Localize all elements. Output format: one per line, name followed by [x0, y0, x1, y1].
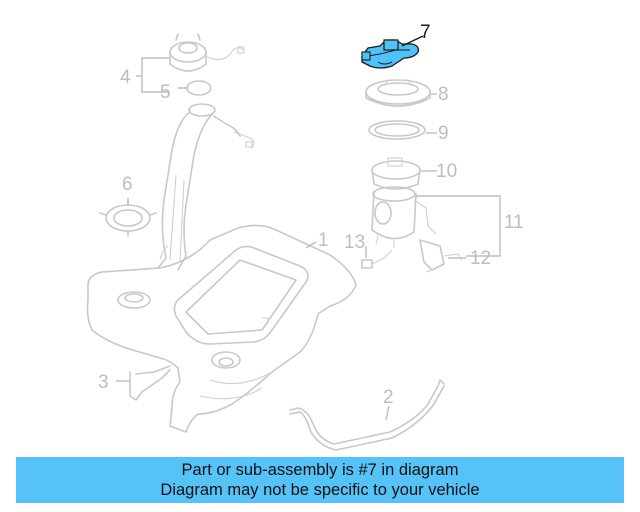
sender-flange-part [365, 79, 431, 107]
callout-2: 2 [383, 387, 394, 408]
callout-8: 8 [438, 84, 449, 105]
callout-9: 9 [438, 123, 449, 144]
callout-13: 13 [344, 232, 365, 253]
callout-7: 7 [420, 22, 431, 43]
leader-lines [116, 57, 501, 421]
o-ring-part [186, 80, 212, 96]
callout-10: 10 [436, 161, 457, 182]
callout-1: 1 [318, 230, 329, 251]
bracket-part [129, 365, 171, 401]
filler-neck-part [157, 103, 255, 271]
callout-12: 12 [470, 248, 491, 269]
callout-4: 4 [120, 67, 131, 88]
fuel-flange-part-7 [361, 39, 420, 69]
fuel-pump-part [371, 186, 437, 248]
callout-5: 5 [160, 82, 171, 103]
banner-line-disclaimer: Diagram may not be specific to your vehi… [160, 481, 480, 499]
connector-part [361, 249, 393, 269]
seal-ring-part [368, 120, 426, 140]
level-sensor-part [419, 239, 463, 273]
lock-ring-part [99, 199, 157, 237]
fuel-tank-part [86, 224, 357, 433]
info-banner: Part or sub-assembly is #7 in diagram Di… [16, 457, 624, 503]
pump-module-top-part [371, 157, 421, 190]
banner-line-part-number: Part or sub-assembly is #7 in diagram [181, 461, 459, 479]
fuel-cap-part [169, 33, 245, 72]
parts-diagram: 4 5 7 8 9 10 6 11 1 13 12 3 2 [86, 22, 524, 451]
strap-part [289, 379, 445, 451]
callout-6: 6 [122, 174, 133, 195]
leader-line-7 [401, 35, 424, 47]
callout-3: 3 [98, 372, 109, 393]
callout-11: 11 [504, 212, 524, 233]
